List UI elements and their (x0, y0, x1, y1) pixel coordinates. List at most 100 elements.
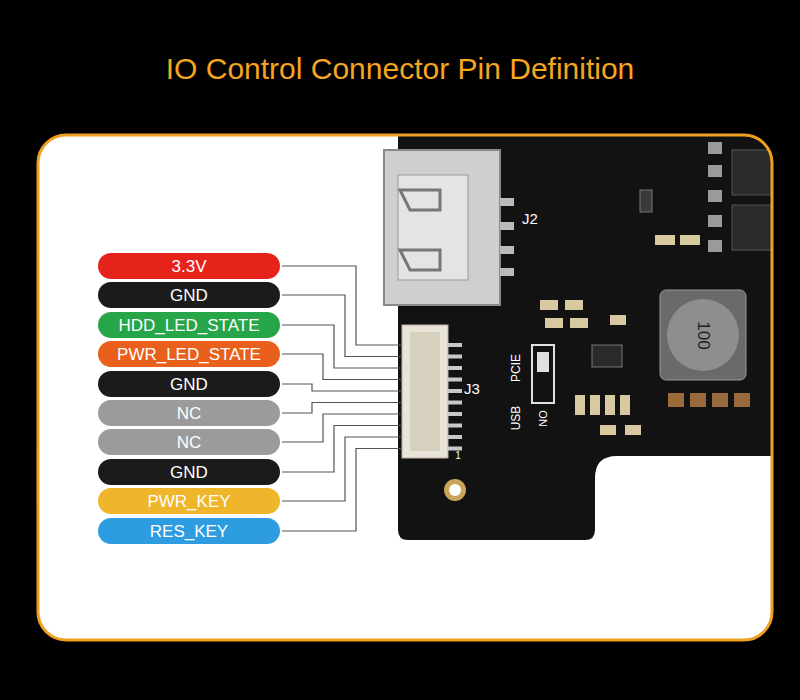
diagram-title: IO Control Connector Pin Definition (0, 52, 800, 86)
inductor-part (667, 299, 739, 371)
dip-switch (532, 345, 554, 403)
usb-port-part (400, 250, 440, 270)
smd-parts-part (668, 393, 684, 407)
inductor-value: 100 (695, 321, 712, 349)
pin-label-pill: NC (98, 429, 280, 455)
pin-label-pill: PWR_KEY (98, 488, 280, 514)
pin-label-pill: 3.3V (98, 253, 280, 279)
pin-label-pill: HDD_LED_STATE (98, 312, 280, 338)
connector-pins-part (448, 424, 462, 428)
io-connector (402, 325, 462, 458)
smd-parts-part (570, 318, 588, 328)
pin-name: HDD_LED_STATE (118, 317, 259, 334)
smd-parts-part (592, 345, 622, 367)
smd-parts-part (708, 215, 722, 227)
io-connector-part (402, 325, 448, 458)
pin-label-pill: GND (98, 371, 280, 397)
smd-parts-part (590, 395, 600, 415)
smd-parts-part (625, 425, 641, 435)
smd-parts (540, 142, 772, 435)
usb-port-part (384, 150, 500, 305)
smd-parts-part (640, 190, 652, 212)
leader-lines (282, 266, 402, 531)
connector-pins-part (448, 389, 462, 393)
usb-port-part (398, 175, 468, 280)
pin-label-pill: GND (98, 459, 280, 485)
pin-number: 1 (455, 451, 461, 461)
usb-port-part (500, 198, 514, 206)
pin-name: GND (170, 287, 208, 304)
part-name: J2 (522, 211, 538, 226)
leader-line (282, 354, 402, 380)
connector-pins-part (448, 343, 462, 347)
smd-parts-part (732, 205, 772, 250)
pin-label-pill: RES_KEY (98, 518, 280, 544)
leader-line (282, 325, 402, 368)
pcb-board (384, 135, 772, 540)
smd-parts-part (708, 142, 722, 154)
panel-border (38, 135, 772, 640)
pcb-board-part (398, 135, 772, 540)
smd-parts-part (680, 235, 700, 245)
usb-port-part (500, 246, 514, 254)
usb-port (384, 150, 514, 305)
smd-parts-part (690, 393, 706, 407)
connector-pins-part (448, 366, 462, 370)
smd-parts-part (734, 393, 750, 407)
connector-pins-part (448, 378, 462, 382)
smd-parts-part (655, 235, 675, 245)
pin-name: 3.3V (172, 258, 207, 275)
smd-parts-part (732, 150, 772, 195)
smd-parts-part (605, 395, 615, 415)
smd-parts-part (540, 300, 558, 310)
smd-parts-part (610, 315, 626, 325)
pin-name: GND (170, 464, 208, 481)
pin-name: NC (177, 405, 202, 422)
pin-name: PWR_LED_STATE (117, 346, 261, 363)
part-name: J3 (464, 381, 480, 396)
smd-parts-part (545, 318, 563, 328)
connector-pins-part (448, 447, 462, 451)
pin-name: RES_KEY (150, 523, 228, 540)
usb-port-part (400, 190, 440, 210)
mounting-hole (444, 479, 466, 501)
dip-switch-part (532, 345, 554, 403)
smd-parts-part (620, 395, 630, 415)
usb-port-part (500, 268, 514, 276)
leader-line (282, 414, 402, 442)
pin-name: PWR_KEY (147, 493, 230, 510)
mounting-hole-part (444, 479, 466, 501)
smd-parts-part (708, 190, 722, 202)
pin-label-pill: GND (98, 282, 280, 308)
smd-parts-part (575, 395, 585, 415)
dip-switch-part (537, 352, 549, 372)
io-connector-part (410, 332, 440, 451)
connector-pins (448, 345, 462, 449)
pin-name: NC (177, 434, 202, 451)
connector-pins-part (448, 435, 462, 439)
mounting-hole-part (449, 484, 461, 496)
switch-label: USB (510, 406, 522, 431)
switch-label: PCIE (510, 354, 522, 382)
inductor (660, 290, 746, 380)
switch-label: NO (538, 410, 549, 427)
leader-line (282, 384, 402, 391)
connector-pins-part (448, 401, 462, 405)
pin-name: GND (170, 376, 208, 393)
connector-pins-part (448, 355, 462, 359)
smd-parts-part (708, 240, 722, 252)
smd-parts-part (565, 300, 583, 310)
smd-parts-part (600, 425, 616, 435)
leader-line (282, 437, 402, 501)
pin-label-pill: PWR_LED_STATE (98, 341, 280, 367)
smd-parts-part (712, 393, 728, 407)
leader-line (282, 449, 402, 532)
smd-parts-part (708, 165, 722, 177)
leader-line (282, 403, 402, 414)
leader-line (282, 266, 402, 345)
connector-pins-part (448, 412, 462, 416)
usb-port-part (500, 222, 514, 230)
pin-label-pill: NC (98, 400, 280, 426)
leader-line (282, 295, 402, 357)
inductor-part (660, 290, 746, 380)
